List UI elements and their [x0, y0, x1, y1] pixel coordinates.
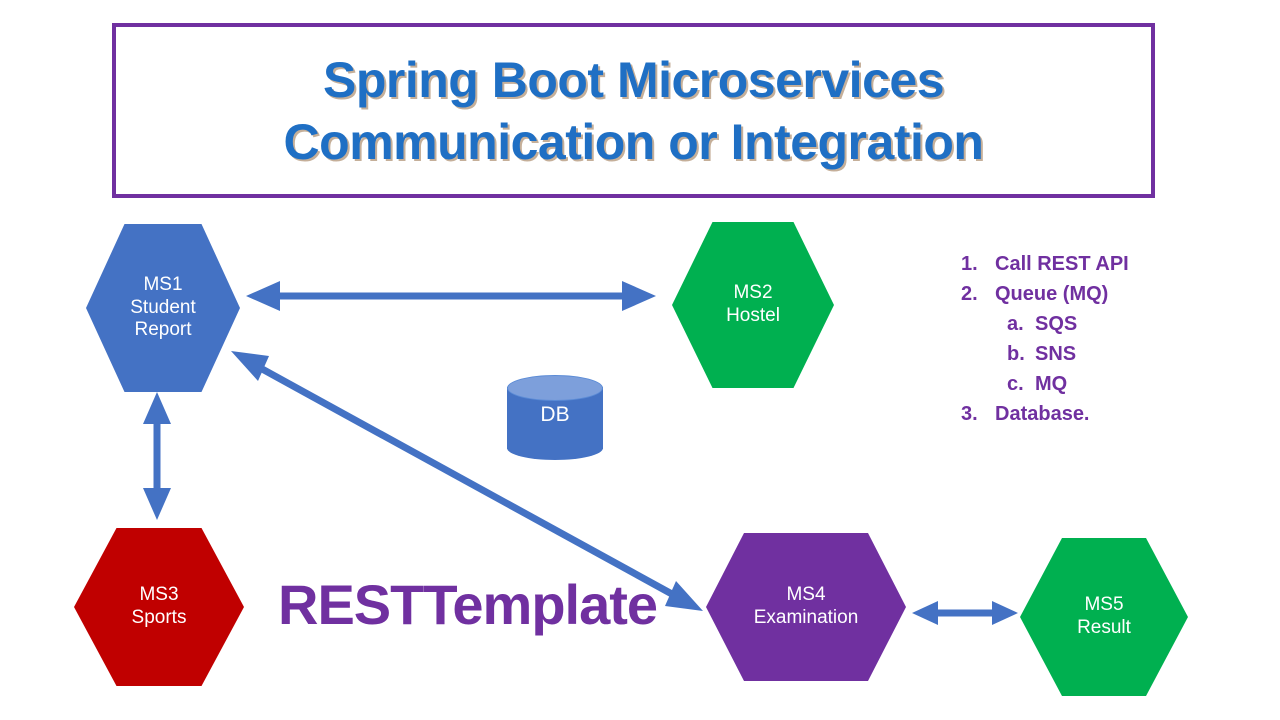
option-text: Call REST API [995, 253, 1129, 275]
option-item-1: 1. Call REST API [955, 249, 1215, 279]
option-text: Database. [995, 403, 1090, 425]
title-line-2: Communication or Integration [283, 113, 984, 170]
database-cylinder-icon[interactable]: DB [507, 375, 603, 461]
node-ms5-label: MS5 Result [1077, 594, 1131, 638]
node-ms2-label: MS2 Hostel [726, 282, 780, 326]
node-ms1-student-report[interactable]: MS1 Student Report [86, 224, 240, 392]
node-ms3-label: MS3 Sports [131, 584, 187, 628]
title-banner: Spring Boot Microservices Communication … [112, 23, 1155, 198]
option-item-2b: b. SNS [955, 339, 1215, 369]
title-line-1: Spring Boot Microservices [323, 51, 945, 108]
option-marker: 3. [961, 403, 978, 425]
option-text: SNS [1035, 343, 1077, 365]
option-item-2c: c. MQ [955, 369, 1215, 399]
option-text: SQS [1035, 313, 1078, 335]
node-ms2-hostel[interactable]: MS2 Hostel [672, 222, 834, 388]
connector-ms1-ms2 [246, 281, 656, 311]
db-top-ellipse [507, 375, 603, 401]
option-item-2: 2. Queue (MQ) [955, 279, 1215, 309]
communication-options-list: 1. Call REST API 2. Queue (MQ) a. SQS b.… [955, 249, 1215, 429]
db-label: DB [540, 403, 570, 426]
option-text: Queue (MQ) [995, 283, 1109, 305]
node-ms4-label: MS4 Examination [753, 584, 859, 628]
option-text: MQ [1035, 373, 1068, 395]
connector-ms1-ms3 [143, 392, 171, 520]
node-ms5-result[interactable]: MS5 Result [1020, 538, 1188, 696]
option-marker: b. [1007, 343, 1025, 365]
option-marker: 1. [961, 253, 978, 275]
node-ms1-label: MS1 Student Report [130, 273, 196, 341]
node-ms4-examination[interactable]: MS4 Examination [706, 533, 906, 681]
option-marker: 2. [961, 283, 978, 305]
resttemplate-caption: RESTTemplate [278, 573, 658, 636]
option-marker: a. [1007, 313, 1024, 335]
node-ms3-sports[interactable]: MS3 Sports [74, 528, 244, 686]
option-item-2a: a. SQS [955, 309, 1215, 339]
connector-ms4-ms5 [912, 601, 1018, 625]
option-item-3: 3. Database. [955, 399, 1215, 429]
option-marker: c. [1007, 373, 1024, 395]
